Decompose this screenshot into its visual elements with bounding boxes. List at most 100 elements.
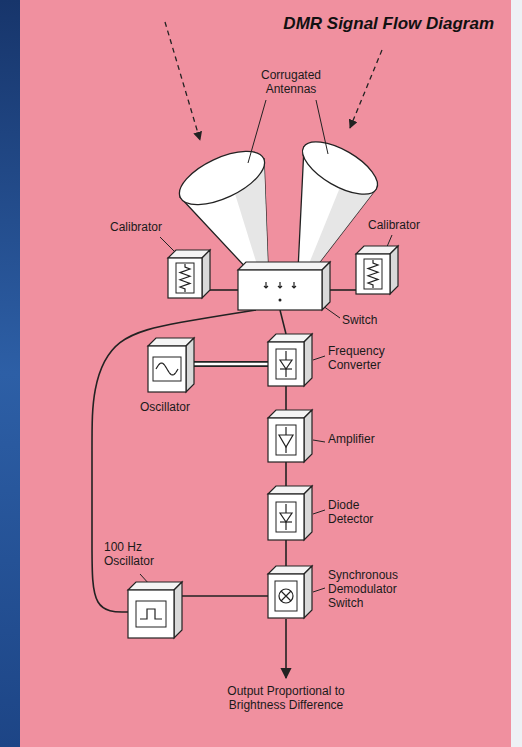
cube-front	[128, 590, 174, 638]
switch-contact	[279, 299, 282, 302]
cube-side	[322, 262, 330, 310]
leader-line	[313, 356, 325, 360]
signal-wire	[286, 540, 287, 566]
wire-path	[330, 289, 356, 291]
component-box: Synchronous Demodulator Switch	[268, 566, 312, 618]
mixer-circle	[279, 589, 293, 603]
component-symbol	[264, 282, 296, 302]
diode-bar	[280, 368, 292, 369]
cube-side	[202, 250, 210, 298]
diode-symbol	[280, 360, 292, 369]
cube-side	[304, 486, 312, 540]
diagram-title: DMR Signal Flow Diagram	[283, 14, 494, 34]
inner-frame	[136, 601, 166, 627]
leader-line	[313, 510, 325, 514]
component-box: Amplifier	[268, 410, 312, 462]
horn-mouth	[295, 131, 386, 204]
resistor-symbol	[368, 260, 378, 288]
component-box: Calibrator	[356, 246, 398, 294]
signal-wire	[280, 310, 286, 334]
component-label: 100 Hz Oscillator	[104, 540, 168, 568]
component-symbol	[276, 349, 296, 379]
signal-wire	[194, 364, 268, 365]
cube-box	[268, 486, 312, 540]
leader-line	[313, 588, 325, 592]
wire-path	[285, 462, 287, 486]
component-symbol	[276, 502, 296, 532]
cube-box	[356, 246, 398, 294]
sine-wave-symbol	[156, 363, 178, 375]
cube-front	[268, 494, 304, 540]
diode-bar	[280, 521, 292, 522]
wire-path	[285, 386, 287, 410]
inner-frame	[275, 581, 297, 611]
component-label: Synchronous Demodulator Switch	[328, 568, 420, 610]
cube-box	[128, 582, 182, 638]
cube-front	[356, 254, 390, 294]
amplifier-symbol	[279, 435, 293, 447]
blue-strip	[0, 0, 20, 747]
signal-wire	[92, 310, 256, 612]
double-line-core	[194, 363, 268, 365]
leader-line	[323, 306, 340, 318]
component-label: Oscillator	[140, 400, 190, 414]
square-wave-symbol	[140, 609, 162, 619]
figure-label: Output Proportional to Brightness Differ…	[206, 684, 366, 712]
component-symbol	[176, 263, 194, 293]
inner-frame	[176, 263, 194, 293]
leader-line	[316, 100, 328, 154]
component-box: Switch	[238, 262, 330, 310]
cube-side	[390, 246, 398, 294]
component-symbol	[276, 425, 296, 455]
component-label: Calibrator	[110, 220, 162, 234]
inner-frame	[276, 349, 296, 379]
mixer-cross	[281, 591, 291, 601]
resistor-symbol	[180, 264, 190, 292]
switch-marks	[264, 282, 296, 288]
cube-side	[174, 582, 182, 638]
cube-front	[168, 258, 202, 298]
cube-box	[238, 262, 330, 310]
component-label: Calibrator	[368, 218, 420, 232]
signal-wire	[210, 290, 238, 291]
cube-side	[304, 566, 312, 618]
output-arrow	[285, 619, 287, 678]
wire-path	[210, 289, 238, 291]
cube-front	[148, 346, 186, 392]
inner-frame	[276, 425, 296, 455]
cube-front	[268, 574, 304, 618]
double-line	[194, 361, 268, 367]
diode-symbol	[280, 513, 292, 522]
signal-wire	[182, 596, 268, 597]
wire-path	[280, 310, 286, 334]
wire-path	[92, 310, 256, 612]
incoming-ray	[165, 22, 200, 140]
component-symbol	[364, 259, 382, 289]
pale-strip	[511, 0, 522, 747]
signal-wire	[286, 462, 287, 486]
cube-side	[304, 410, 312, 462]
component-box: Diode Detector	[268, 486, 312, 540]
inner-frame	[153, 357, 181, 381]
component-label: Amplifier	[328, 432, 375, 446]
cube-side	[304, 334, 312, 386]
component-label: Diode Detector	[328, 498, 388, 526]
component-symbol	[153, 357, 181, 381]
leader-line	[313, 440, 325, 442]
component-label: Switch	[342, 313, 377, 327]
component-box: Oscillator	[148, 338, 194, 392]
horn-mouth	[172, 140, 272, 215]
component-box: 100 Hz Oscillator	[128, 582, 182, 638]
cube-box	[148, 338, 194, 392]
inner-frame	[364, 259, 382, 289]
cube-top	[238, 262, 330, 270]
incoming-ray	[350, 50, 382, 128]
inner-frame	[276, 502, 296, 532]
cube-front	[268, 418, 304, 462]
cube-front	[268, 342, 304, 386]
cube-side	[186, 338, 194, 392]
